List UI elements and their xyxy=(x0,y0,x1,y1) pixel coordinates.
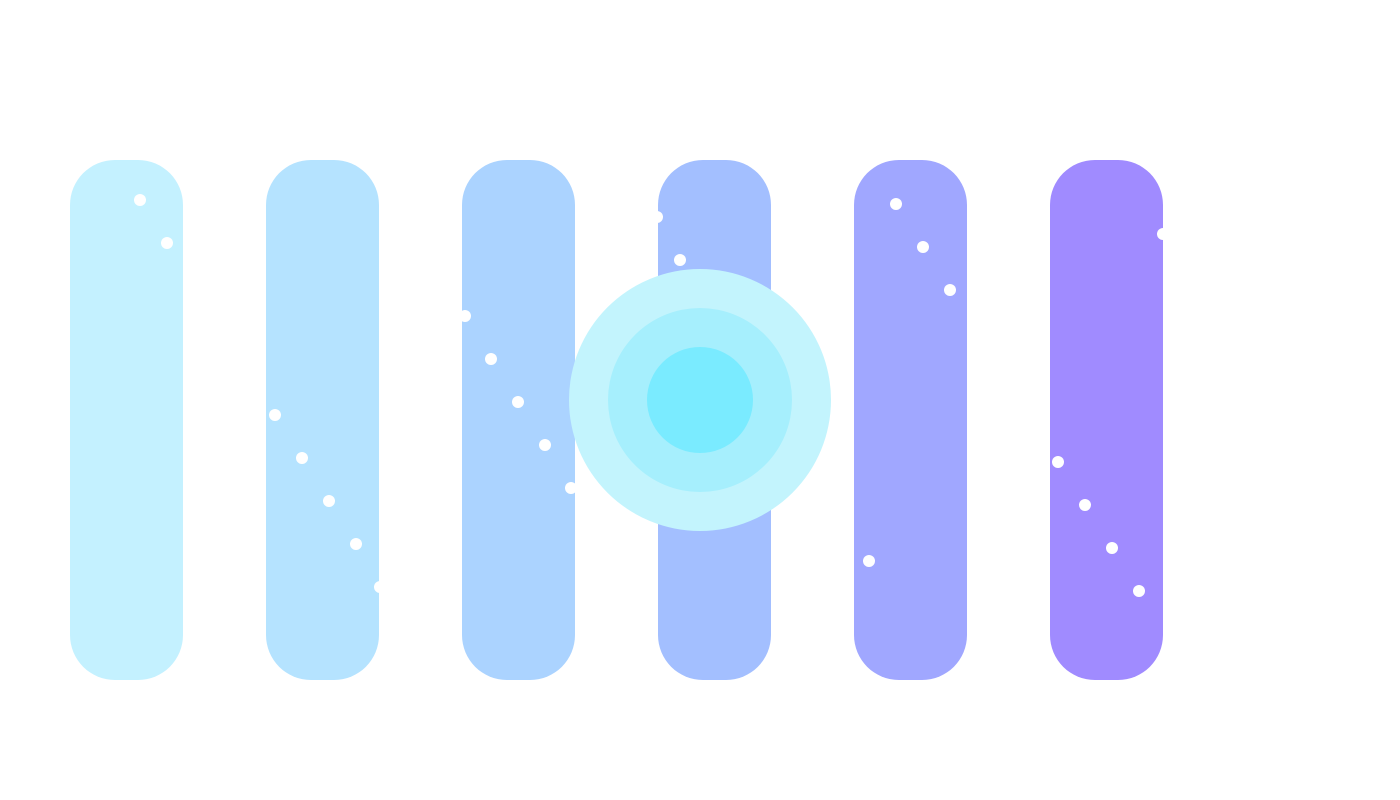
sparkle-dot xyxy=(917,241,929,253)
sparkle-dot xyxy=(374,581,386,593)
target-circle xyxy=(569,269,831,531)
sparkle-dot xyxy=(485,353,497,365)
sparkle-dot xyxy=(323,495,335,507)
sparkle-dot xyxy=(863,555,875,567)
sparkle-dot xyxy=(944,284,956,296)
vertical-bar-1 xyxy=(70,160,183,680)
target-inner-circle xyxy=(647,347,753,453)
sparkle-dot xyxy=(1157,228,1169,240)
sparkle-dot xyxy=(565,482,577,494)
vertical-bar-3 xyxy=(462,160,575,680)
sparkle-dot xyxy=(539,439,551,451)
dots-layer xyxy=(134,194,1169,597)
sparkle-dot xyxy=(296,452,308,464)
sparkle-dot xyxy=(1052,456,1064,468)
sparkle-dot xyxy=(269,409,281,421)
vertical-bar-6 xyxy=(1050,160,1163,680)
vertical-bar-2 xyxy=(266,160,379,680)
vertical-bar-5 xyxy=(854,160,967,680)
sparkle-dot xyxy=(161,237,173,249)
sparkle-dot xyxy=(890,198,902,210)
sparkle-dot xyxy=(1133,585,1145,597)
sparkle-dot xyxy=(350,538,362,550)
sparkle-dot xyxy=(1079,499,1091,511)
sparkle-dot xyxy=(1106,542,1118,554)
sparkle-dot xyxy=(512,396,524,408)
sparkle-dot xyxy=(674,254,686,266)
sparkle-dot xyxy=(459,310,471,322)
sparkle-dot xyxy=(134,194,146,206)
sparkle-dot xyxy=(651,211,663,223)
